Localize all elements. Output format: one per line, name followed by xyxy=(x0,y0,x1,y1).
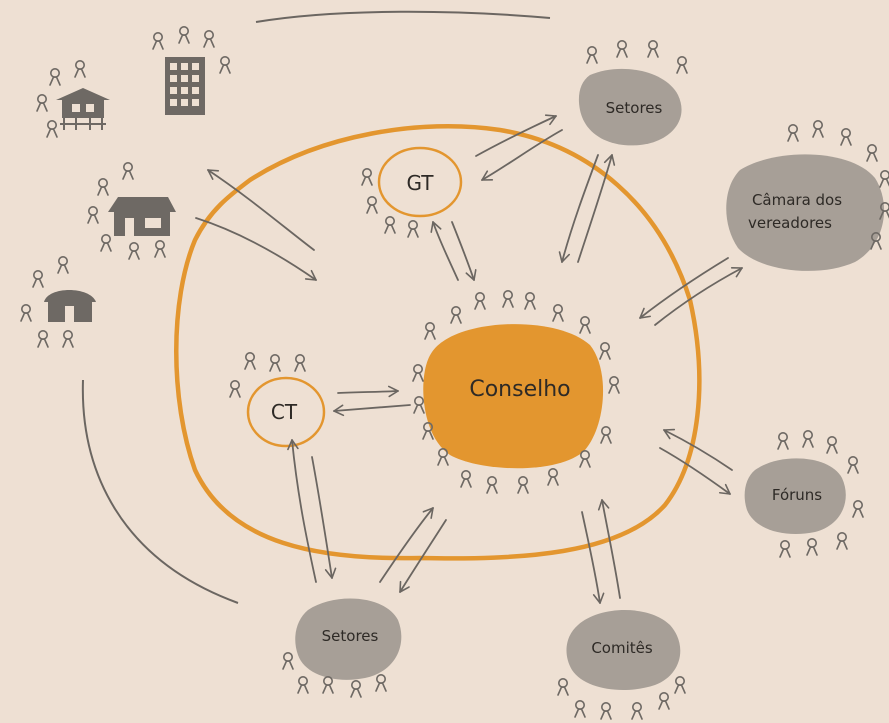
house-icon xyxy=(108,197,176,236)
camara-label-line2: vereadores xyxy=(748,214,832,232)
camara-node xyxy=(726,154,885,271)
setores-bottom-label: Setores xyxy=(322,627,379,645)
arrow-community-to-conselho xyxy=(195,217,317,281)
arrow-gt-to-setores-top xyxy=(475,114,557,157)
comites-label: Comitês xyxy=(591,639,653,657)
arrow-setores-top-to-gt xyxy=(481,129,563,181)
conselho-label: Conselho xyxy=(469,377,570,402)
gt-label: GT xyxy=(406,171,434,195)
arrow-conselho-to-ct xyxy=(333,404,411,417)
setores-bottom-node xyxy=(295,598,402,680)
gt-node xyxy=(377,146,463,218)
outer-arc-left xyxy=(81,379,239,604)
arrow-gt-to-conselho xyxy=(451,221,477,281)
arrow-conselho-to-comites xyxy=(581,511,605,604)
arrow-foruns-to-conselho xyxy=(663,428,733,471)
arrow-setores-bottom-to-conselho xyxy=(379,507,434,583)
arrow-ct-to-conselho xyxy=(337,385,399,398)
arrow-conselho-to-gt xyxy=(430,221,459,281)
foruns-node xyxy=(744,458,846,534)
outer-arc-top xyxy=(255,10,551,23)
arrow-conselho-to-setores-top xyxy=(577,154,616,263)
ct-label: CT xyxy=(271,400,298,424)
camara-label-line1: Câmara dos xyxy=(752,191,842,209)
arrows xyxy=(195,114,743,604)
arrow-setores-bottom-to-ct xyxy=(287,439,317,583)
arrow-setores-top-to-conselho xyxy=(558,154,599,263)
ct-node xyxy=(246,376,326,448)
conselho-node xyxy=(423,324,604,469)
arrow-ct-to-setores-bottom xyxy=(311,456,337,579)
stilt-house-icon xyxy=(56,88,110,130)
foruns-label: Fóruns xyxy=(772,486,822,504)
arrow-conselho-to-foruns xyxy=(659,447,731,495)
arrow-camara-to-conselho xyxy=(639,257,729,319)
arrow-conselho-to-community xyxy=(207,169,315,251)
setores-top-label: Setores xyxy=(606,99,663,117)
hut-icon xyxy=(44,290,96,322)
council-boundary-loop xyxy=(174,124,702,561)
apartment-building-icon xyxy=(165,57,205,115)
setores-top-node xyxy=(578,68,682,146)
comites-node xyxy=(566,610,681,690)
arrow-comites-to-conselho xyxy=(597,499,621,599)
arrow-conselho-to-setores-bottom xyxy=(399,519,447,593)
arrow-conselho-to-camara xyxy=(654,267,743,326)
